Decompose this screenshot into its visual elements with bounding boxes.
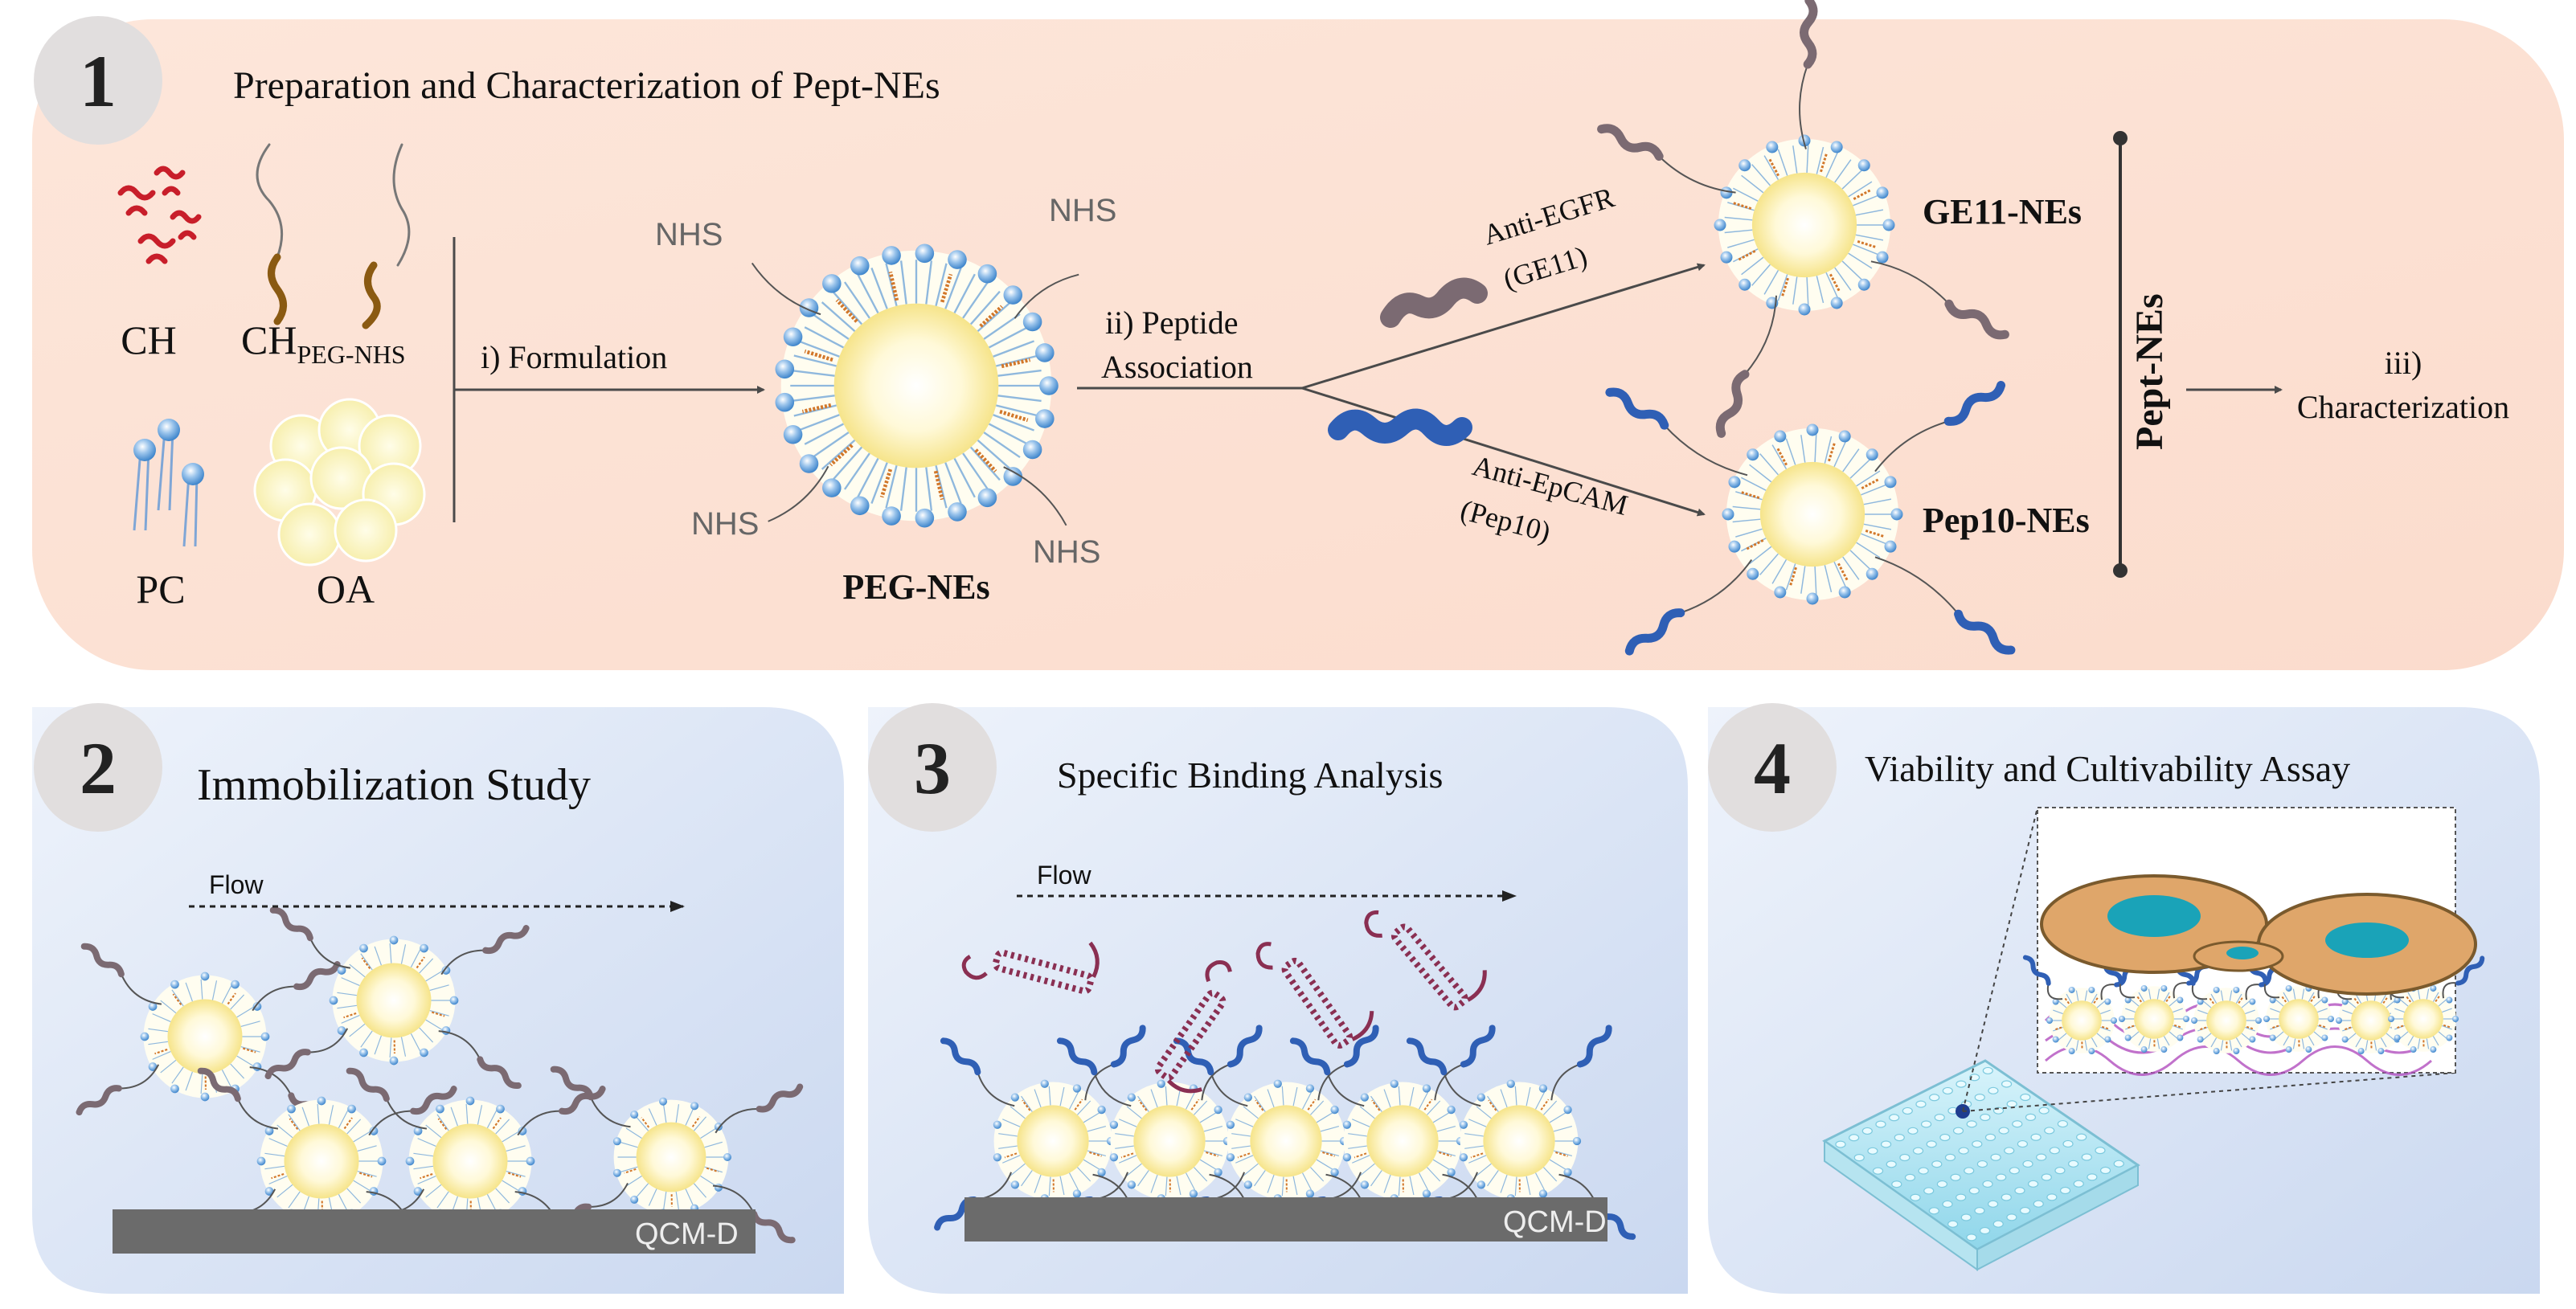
panel-4-title: Viability and Cultivability Assay xyxy=(1865,748,2350,789)
antibody xyxy=(961,941,1100,995)
peptide-association-label-2: Association xyxy=(1101,349,1253,385)
nanoemulsion-particle xyxy=(751,243,1079,528)
panel-1-background xyxy=(32,19,2564,670)
nanoemulsion-particle xyxy=(1597,0,2009,438)
panel-3-flow-label: Flow xyxy=(1037,861,1091,890)
panel-3-qcm-sensor xyxy=(964,1197,1607,1242)
nanoemulsion-particle xyxy=(1605,381,2016,656)
panel-3-title: Specific Binding Analysis xyxy=(1057,755,1443,796)
plate-wells xyxy=(1835,1066,2124,1242)
peg-nes-nhs-labels: NHS NHS NHS NHS xyxy=(655,193,1116,570)
nhs-label: NHS xyxy=(655,217,723,252)
panel-3-qcm-label: QCM-D xyxy=(1503,1205,1607,1239)
nanoemulsion-particle xyxy=(1167,1025,1403,1240)
nanoemulsion-particle xyxy=(2167,955,2288,1055)
zoom-lines xyxy=(1962,807,2456,1112)
pc-lipids-icon xyxy=(133,419,204,547)
peptide-association-arrows xyxy=(1077,263,1706,517)
ge11-nes-label: GE11-NEs xyxy=(1923,192,2082,231)
cell xyxy=(2257,893,2477,996)
formulation-arrow xyxy=(453,237,765,522)
panel-4-badge: 4 xyxy=(1708,703,1837,832)
panel-4-number: 4 xyxy=(1754,727,1791,809)
ch-peg-nhs-icon xyxy=(256,143,411,329)
nanoemulsion-particle xyxy=(934,1025,1170,1240)
panel-3-badge: 3 xyxy=(868,703,997,832)
nanoemulsion-particle xyxy=(192,1067,457,1250)
ge11-peptide-icon xyxy=(1380,277,1488,328)
panel-3-number: 3 xyxy=(914,727,951,809)
nanoemulsion-particles xyxy=(76,0,2016,1250)
panel-1-number: 1 xyxy=(80,40,117,122)
nhs-label: NHS xyxy=(1049,193,1116,228)
nanoemulsion-particle xyxy=(76,943,341,1126)
cell xyxy=(2193,940,2284,972)
pept-nes-bracket xyxy=(2113,131,2128,578)
nhs-label: NHS xyxy=(1033,534,1100,570)
characterization-label-1: iii) xyxy=(2385,345,2422,381)
nanoemulsion-particle xyxy=(2364,953,2485,1053)
pep10-peptide-icon xyxy=(1328,408,1472,446)
nanoemulsion-particle xyxy=(264,906,530,1090)
peptide-association-label-1: ii) Peptide xyxy=(1105,305,1239,341)
panel-2-title: Immobilization Study xyxy=(197,760,591,810)
panel-2-badge: 2 xyxy=(34,703,162,832)
formulation-label: i) Formulation xyxy=(481,339,667,375)
panel-1-title: Preparation and Characterization of Pept… xyxy=(233,64,940,107)
ch-peg-nhs-label: CHPEG-NHS xyxy=(241,317,406,369)
panel-2-qcm-sensor xyxy=(113,1209,756,1254)
ch-label: CH xyxy=(121,317,176,362)
nhs-label: NHS xyxy=(691,506,759,542)
ch-molecules-icon xyxy=(117,166,202,264)
zoom-inset xyxy=(2022,807,2485,1076)
panel-2-flow-label: Flow xyxy=(209,870,264,899)
characterization-label-2: Characterization xyxy=(2297,389,2509,425)
antibody xyxy=(1154,959,1232,1094)
nanoemulsion-particle xyxy=(545,1066,804,1244)
pep10-nes-label: Pep10-NEs xyxy=(1923,501,2090,540)
panel-2-number: 2 xyxy=(80,727,117,809)
panel-2-qcm-label: QCM-D xyxy=(635,1217,739,1251)
well-plate xyxy=(1822,1059,2140,1271)
pc-label: PC xyxy=(136,567,185,612)
oa-droplets-icon xyxy=(253,398,426,567)
nanoemulsion-particle xyxy=(1284,1025,1520,1240)
peg-nes-label: PEG-NEs xyxy=(842,567,989,607)
pept-nes-label: Pept-NEs xyxy=(2128,293,2171,450)
nanoemulsion-particle xyxy=(1050,1025,1287,1240)
oa-label: OA xyxy=(317,567,375,612)
panel-1-badge: 1 xyxy=(34,16,162,145)
